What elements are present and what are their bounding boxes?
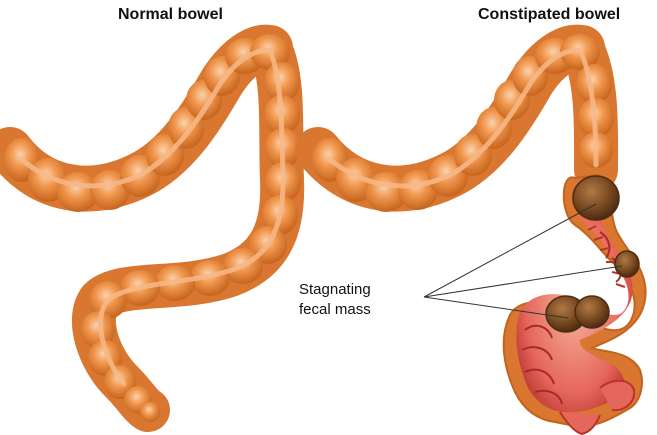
fecal-mass-callout: Stagnating fecal mass [299,280,371,320]
fecal-mass-upper [573,176,619,220]
fecal-masses [546,176,639,332]
fecal-mass-middle [615,251,639,277]
constipated-bowel [312,34,646,434]
fecal-mass-lower [546,296,609,332]
normal-bowel [4,34,301,422]
normal-taenia-band [20,50,283,384]
callout-line-2: fecal mass [299,300,371,320]
callout-line-1: Stagnating [299,280,371,300]
